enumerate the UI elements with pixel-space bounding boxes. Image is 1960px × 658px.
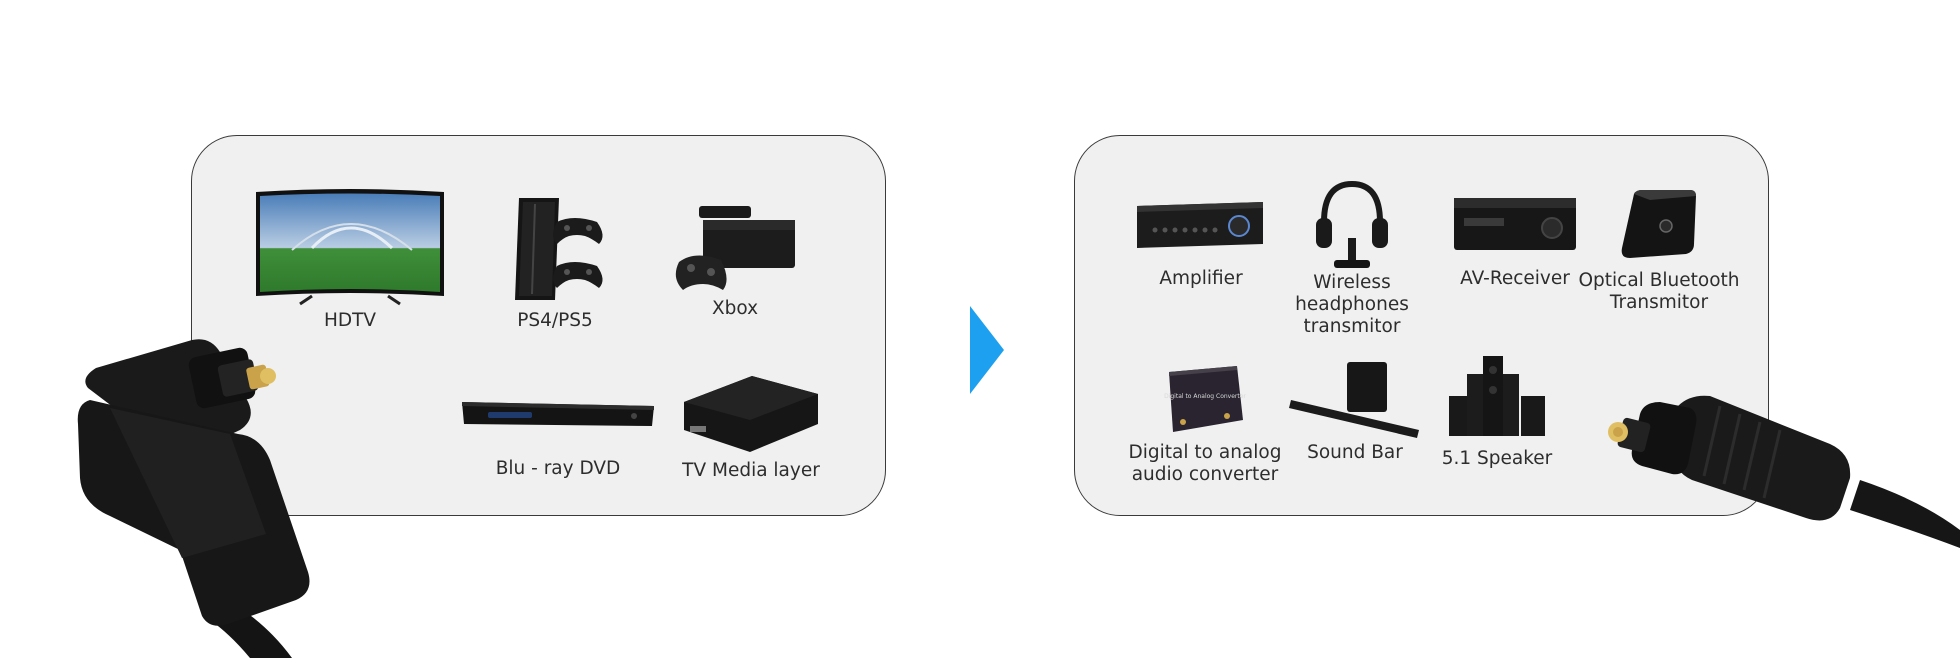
optical-plug-right-icon [1608, 395, 1960, 548]
device-tv-media-layer: TV Media layer [676, 372, 826, 482]
device-sound-bar: Sound Bar [1280, 360, 1430, 464]
device-label: PS4/PS5 [517, 310, 593, 331]
game-console-icon [515, 198, 603, 300]
tv-icon [256, 189, 444, 306]
device-label: Optical Bluetooth Transmitor [1578, 270, 1740, 313]
device-optical-bluetooth-transmitter: Optical Bluetooth Transmitor [1576, 186, 1742, 314]
device-label: 5.1 Speaker [1441, 448, 1553, 469]
amplifier-icon [1137, 202, 1263, 248]
device-amplifier: Amplifier [1135, 198, 1267, 290]
game-console-icon [675, 206, 795, 290]
device-label: Digital to analog audio converter [1128, 442, 1282, 485]
device-label: Sound Bar [1307, 442, 1403, 463]
device-5-1-speaker: 5.1 Speaker [1432, 354, 1562, 470]
speaker-icon [1449, 356, 1545, 436]
device-wireless-headphones: Wireless headphones transmitor [1254, 178, 1450, 338]
device-label: Amplifier [1159, 268, 1243, 289]
device-av-receiver: AV-Receiver [1447, 196, 1583, 290]
device-label: Xbox [711, 298, 759, 319]
device-label: HDTV [323, 310, 377, 331]
soundbar-icon [1289, 362, 1419, 438]
device-digital-analog-converter: Digital to Analog Converter Digital to a… [1122, 360, 1288, 486]
optical-plug-left-icon [77, 339, 310, 658]
converter-icon: Digital to Analog Converter [1164, 366, 1246, 432]
receiver-icon [1454, 198, 1576, 250]
device-xbox: Xbox [670, 204, 800, 320]
device-hdtv: HDTV [250, 188, 450, 332]
headphones-icon [1316, 180, 1388, 268]
device-label: AV-Receiver [1460, 268, 1570, 289]
arrow-right-icon [970, 306, 1004, 394]
device-blu-ray-dvd: Blu - ray DVD [458, 396, 658, 480]
bluetooth-transmitter-icon [1621, 190, 1696, 258]
disc-player-icon [462, 402, 654, 426]
device-label: Wireless headphones transmitor [1295, 272, 1409, 337]
device-label: TV Media layer [682, 460, 820, 481]
converter-box-text: Digital to Analog Converter [1164, 393, 1246, 400]
device-ps4-ps5: PS4/PS5 [490, 196, 620, 332]
media-box-icon [684, 376, 818, 452]
device-label: Blu - ray DVD [495, 458, 621, 479]
